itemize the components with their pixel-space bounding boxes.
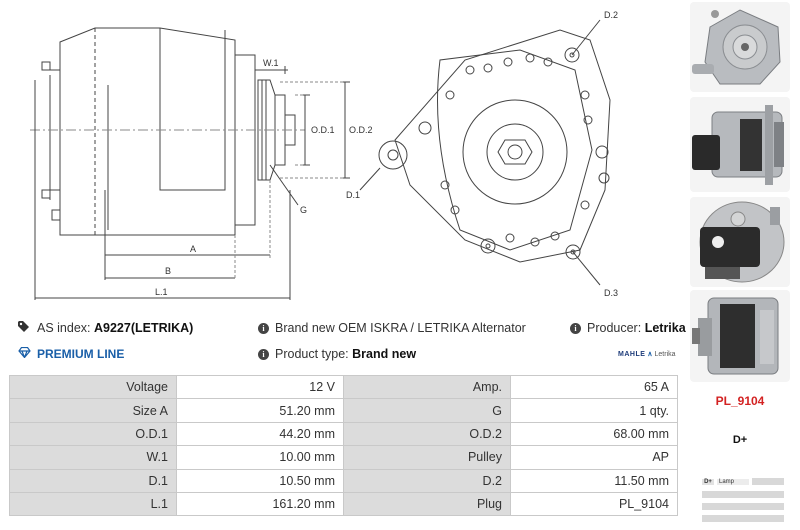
connector-bar — [752, 478, 784, 485]
spec-value: 65 A — [510, 374, 678, 400]
spec-label: Pulley — [343, 445, 511, 470]
label-od2: O.D.2 — [349, 125, 373, 135]
tag-icon — [18, 321, 31, 335]
spec-label: D.1 — [9, 468, 177, 493]
connector-pin-text: Lamp — [717, 478, 749, 485]
connector-row: D+ Lamp — [702, 477, 784, 486]
premium-line-badge: PREMIUM LINE — [18, 346, 125, 361]
label-g: G — [300, 205, 307, 215]
product-photo-angle — [690, 290, 790, 382]
connector-row — [702, 514, 784, 523]
spec-label: Plug — [343, 491, 511, 517]
product-type-label: Product type: — [275, 347, 349, 361]
spec-label: Voltage — [9, 374, 177, 400]
product-photo-rear — [690, 197, 790, 287]
spec-value: 10.50 mm — [176, 468, 344, 493]
label-d2: D.2 — [604, 10, 618, 20]
connector-bar — [702, 515, 784, 522]
as-index-value: A9227(LETRIKA) — [94, 321, 194, 335]
info-icon: i — [258, 348, 269, 360]
producer-row: i Producer: Letrika — [570, 321, 686, 335]
spec-value: 12 V — [176, 374, 344, 400]
label-w1: W.1 — [263, 58, 279, 68]
spec-value: AP — [510, 445, 678, 470]
spec-value: 10.00 mm — [176, 445, 344, 470]
technical-drawing: W.1 O.D.1 O.D.2 G A B L.1 D.1 D.2 D.3 — [30, 10, 618, 300]
product-type-value: Brand new — [352, 347, 417, 361]
spec-label: O.D.2 — [343, 421, 511, 447]
connector-bar — [702, 503, 784, 510]
label-a: A — [190, 244, 196, 254]
part-code: PL_9104 — [715, 394, 765, 408]
label-d3: D.3 — [604, 288, 618, 298]
terminal-label: D+ — [732, 434, 748, 446]
label-d1: D.1 — [346, 190, 360, 200]
connector-pin-label: D+ — [702, 478, 714, 485]
brand-logo-mark: ∧ — [647, 351, 653, 358]
premium-line-text: PREMIUM LINE — [37, 347, 125, 361]
spec-value: 11.50 mm — [510, 468, 678, 493]
label-od1: O.D.1 — [311, 125, 335, 135]
producer-value: Letrika — [644, 321, 686, 335]
spec-label: O.D.1 — [9, 421, 177, 447]
spec-label: Amp. — [343, 374, 511, 400]
as-index-label: AS index: — [37, 321, 91, 335]
label-b: B — [165, 266, 171, 276]
description-text: Brand new OEM ISKRA / LETRIKA Alternator — [275, 321, 526, 335]
spec-value: PL_9104 — [510, 491, 678, 517]
as-index-row: AS index: A9227(LETRIKA) — [18, 321, 193, 335]
spec-value: 161.20 mm — [176, 491, 344, 517]
connector-bar — [702, 491, 784, 498]
spec-value: 1 qty. — [510, 398, 678, 423]
spec-label: L.1 — [9, 491, 177, 517]
spec-label: W.1 — [9, 445, 177, 470]
brand-logo: MAHLE ∧ Letrika — [618, 350, 676, 359]
spec-value: 51.20 mm — [176, 398, 344, 423]
info-icon: i — [258, 322, 269, 334]
product-photo-front — [690, 2, 790, 92]
description-row: i Brand new OEM ISKRA / LETRIKA Alternat… — [258, 321, 526, 335]
connector-row — [702, 502, 784, 511]
diamond-icon — [18, 346, 31, 361]
spec-value: 68.00 mm — [510, 421, 678, 447]
product-photo-side — [690, 97, 790, 192]
info-icon: i — [570, 322, 581, 334]
spec-label: Size A — [9, 398, 177, 423]
connector-row — [702, 490, 784, 499]
producer-label: Producer: — [587, 321, 642, 335]
spec-label: D.2 — [343, 468, 511, 493]
product-type-row: i Product type: Brand new — [258, 347, 416, 361]
spec-label: G — [343, 398, 511, 423]
label-l1: L.1 — [155, 287, 168, 297]
spec-value: 44.20 mm — [176, 421, 344, 447]
